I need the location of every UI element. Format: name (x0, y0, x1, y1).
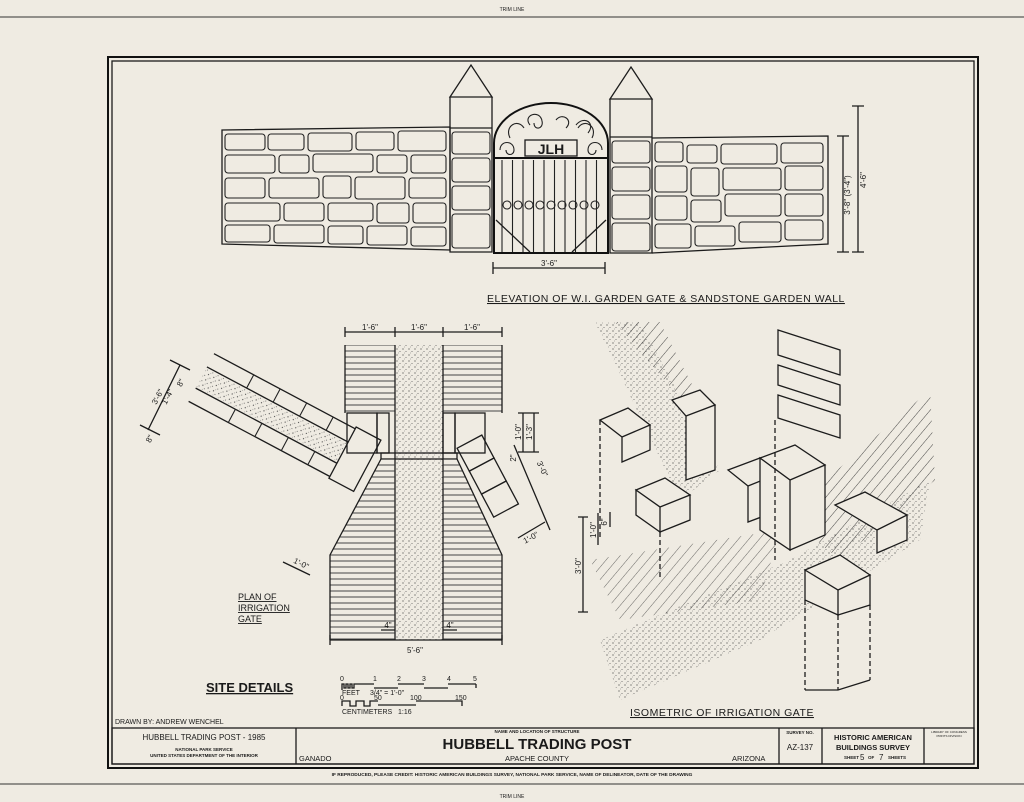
agency: NATIONAL PARK SERVICE (175, 747, 232, 752)
survey-name-2: BUILDINGS SURVEY (836, 743, 910, 752)
graphic-scale (341, 683, 477, 707)
plan-dim-left-block: 1'-0" (292, 556, 310, 571)
isometric-drawing (578, 322, 935, 700)
elevation-caption: ELEVATION OF W.I. GARDEN GATE & SANDSTON… (487, 293, 845, 305)
gate-rosette (513, 200, 523, 210)
plan-dim-bottom: 5'-6" (407, 646, 423, 655)
plan-dim-right-2: 1'-3" (525, 424, 534, 440)
plan-dim-top-2: 1'-6" (411, 323, 427, 332)
iso-dim-2: 6" (600, 518, 609, 525)
iso-dim-1: 1'-0" (589, 522, 598, 538)
plan-dim-bottom-left: 4" (384, 621, 391, 630)
plan-dim-top-1: 1'-6" (362, 323, 378, 332)
plan-caption-line-1: PLAN OF (238, 592, 277, 602)
trim-line-bottom-label: TRIM LINE (500, 794, 525, 800)
plan-dim-bottom-right: 4" (446, 621, 453, 630)
library-label-1: LIBRARY OF CONGRESS (931, 730, 967, 734)
plan-drawing (139, 327, 551, 645)
plan-dim-left-3: 8" (175, 377, 186, 388)
iso-dim-3: 3'-0" (574, 558, 583, 574)
survey-name-1: HISTORIC AMERICAN (834, 733, 912, 742)
survey-no: AZ-137 (787, 743, 814, 752)
scale-feet-tick-4: 4 (447, 676, 451, 683)
sheet-number: 5 (860, 753, 865, 762)
scale-cm-tick-50: 50 (374, 695, 382, 702)
scale-feet-ratio: 3/4" = 1'-0" (370, 690, 405, 697)
department: UNITED STATES DEPARTMENT OF THE INTERIOR (150, 753, 258, 758)
gate-rosette (535, 200, 545, 210)
site-details-title: SITE DETAILS (206, 680, 293, 695)
gate-rosette (524, 200, 534, 210)
plan-caption-line-3: GATE (238, 614, 262, 624)
plan-dim-top-3: 1'-6" (464, 323, 480, 332)
scale-cm-label: CENTIMETERS (342, 709, 393, 716)
drawn-by: DRAWN BY: ANDREW WENCHEL (115, 719, 224, 726)
gate-monogram: JLH (538, 141, 564, 157)
county: APACHE COUNTY (505, 754, 569, 763)
plan-dim-right-block: 1'-0" (522, 530, 540, 546)
gate-rosette (568, 200, 578, 210)
gate-rosette (557, 200, 567, 210)
sheet-border (107, 56, 979, 769)
trim-line-top-label: TRIM LINE (500, 7, 525, 13)
scale-feet-tick-0: 0 (340, 676, 344, 683)
scale-feet-tick-3: 3 (422, 676, 426, 683)
scale-feet-tick-2: 2 (397, 676, 401, 683)
gate-rosette (546, 200, 556, 210)
isometric-caption: ISOMETRIC OF IRRIGATION GATE (630, 707, 814, 719)
scale-feet-tick-5: 5 (473, 676, 477, 683)
dim-pier-height: 4'-6" (859, 172, 868, 188)
scale-cm-tick-150: 150 (455, 695, 467, 702)
dim-wall-height: 3'-8" (3'-4") (843, 175, 852, 215)
plan-dim-right-3: 2" (509, 454, 518, 461)
title-block-frame (111, 727, 975, 765)
sheet-of: OF (868, 755, 875, 760)
elevation-drawing: JLH (221, 63, 864, 274)
scale-cm-tick-100: 100 (410, 695, 422, 702)
survey-no-label: SURVEY NO. (786, 730, 814, 735)
project-year: HUBBELL TRADING POST - 1985 (142, 733, 266, 742)
sheets-label: SHEETS (888, 755, 906, 760)
city: GANADO (299, 754, 332, 763)
gate-rosette (590, 200, 600, 210)
sheet-total: 7 (879, 753, 884, 762)
plan-dim-left-4: 8" (144, 433, 155, 444)
scale-feet-label: FEET (342, 690, 361, 697)
plan-dim-right-1: 1'-0" (514, 424, 523, 440)
scale-cm-tick-0: 0 (340, 695, 344, 702)
structure-name: HUBBELL TRADING POST (443, 736, 632, 753)
name-location-label: NAME AND LOCATION OF STRUCTURE (495, 729, 580, 734)
library-label-2: PRINTS DIVISION (936, 734, 961, 738)
dim-gate-width: 3'-6" (541, 259, 557, 268)
credit-line: IF REPRODUCED, PLEASE CREDIT: HISTORIC A… (332, 772, 693, 778)
scale-feet-tick-1: 1 (373, 676, 377, 683)
sheet-label: SHEET (844, 755, 859, 760)
gate-rosette (502, 200, 512, 210)
scale-cm-ratio: 1:16 (398, 709, 412, 716)
plan-dim-right-4: 3'-0" (535, 460, 550, 478)
gate-rosette (579, 200, 589, 210)
plan-caption-line-2: IRRIGATION (238, 603, 290, 613)
state: ARIZONA (732, 754, 765, 763)
